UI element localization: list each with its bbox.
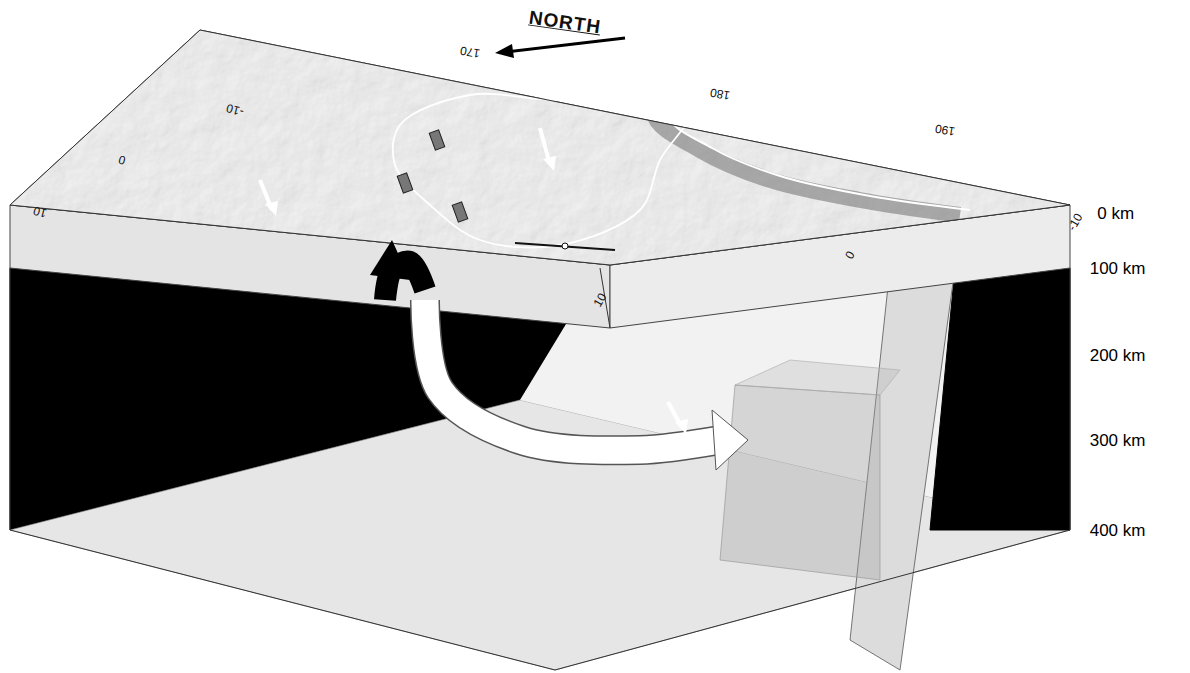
- depth-label: 0 km: [1097, 205, 1134, 222]
- block-edge: [10, 268, 11, 530]
- longitude-tick: 190: [934, 122, 956, 137]
- basin-outline: [393, 90, 691, 248]
- depth-label: 300 km: [1090, 432, 1146, 449]
- trench: [655, 42, 960, 215]
- bathymetry-relief: [0, 0, 1190, 300]
- arrow-head: [543, 156, 556, 171]
- arrow-head: [712, 410, 748, 470]
- depth-label: 200 km: [1090, 347, 1146, 364]
- latitude-tick: 10: [32, 204, 48, 219]
- latitude-tick: -10: [1065, 211, 1084, 232]
- arrow-head: [370, 240, 410, 280]
- anomaly-top: [735, 360, 900, 395]
- latitude-tick: -10: [225, 102, 245, 118]
- block-edge: [555, 530, 1070, 670]
- north-label: NORTH: [528, 8, 603, 37]
- back-wall-east: [930, 268, 1070, 530]
- block-edge: [10, 530, 555, 670]
- splitting-marker: [429, 130, 445, 150]
- flow-arrow-outline: [425, 300, 720, 450]
- profile-line: [515, 243, 615, 250]
- anomaly-volume: [720, 385, 880, 580]
- depth-label: 400 km: [1090, 522, 1146, 539]
- top-edge: [10, 30, 1070, 265]
- arrow-head: [495, 44, 514, 58]
- latitude-tick: 0: [117, 153, 127, 166]
- block-edge: [1070, 268, 1071, 530]
- longitude-tick: 170: [459, 44, 481, 59]
- splitting-marker: [397, 173, 413, 193]
- north-arrow: [505, 38, 625, 52]
- latitude-tick: 10: [591, 291, 608, 309]
- depth-label: 100 km: [1090, 260, 1146, 277]
- arrow-head: [265, 201, 278, 216]
- coastline: [668, 40, 970, 210]
- longitude-tick: 180: [709, 86, 731, 101]
- flow-arrow: [425, 300, 720, 450]
- splitting-marker: [452, 202, 468, 222]
- profile-point: [562, 243, 568, 249]
- arrow-head: [675, 419, 688, 434]
- latitude-tick: 0: [843, 249, 857, 261]
